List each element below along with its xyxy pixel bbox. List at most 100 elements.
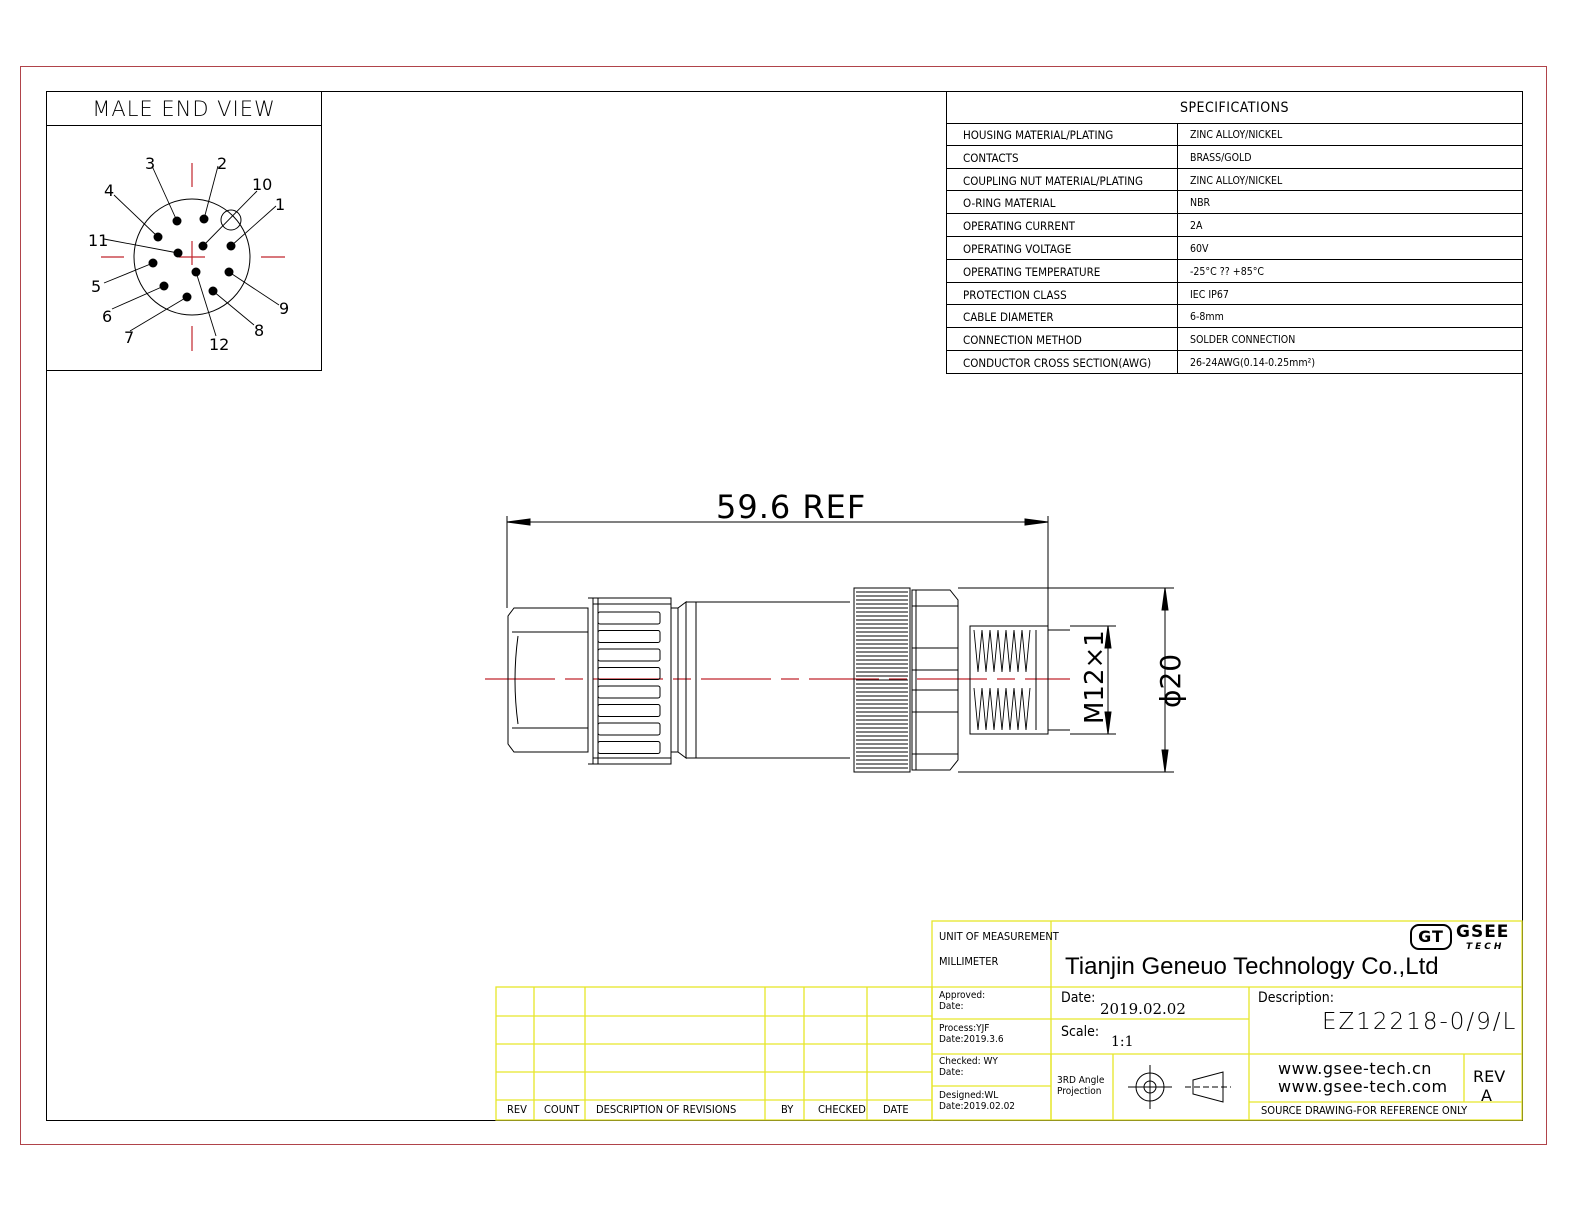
key-notch — [220, 209, 242, 231]
spec-column-divider — [1177, 305, 1178, 328]
rev-header-date: DATE — [883, 1103, 909, 1116]
thread-zigzag — [973, 629, 1031, 673]
gland-rib — [597, 630, 661, 643]
pin-label-9: 9 — [279, 299, 289, 318]
ribbed-gland — [588, 597, 672, 765]
spec-label: CONDUCTOR CROSS SECTION(AWG) — [963, 356, 1152, 370]
projection-symbol — [1128, 1065, 1231, 1109]
spec-column-divider — [1177, 351, 1178, 374]
spec-row: HOUSING MATERIAL/PLATING ZINC ALLOY/NICKE… — [947, 123, 1522, 146]
pin-label-10: 10 — [252, 175, 272, 194]
title-block-grid — [931, 920, 1523, 1121]
end-view-outline — [133, 198, 251, 316]
pin-labels: 1 2 3 4 5 6 7 8 9 10 11 12 — [88, 154, 289, 354]
rev-value: A — [1481, 1086, 1492, 1105]
spec-value: 6-8mm — [1190, 311, 1224, 324]
projection-line2: Projection — [1057, 1086, 1102, 1097]
coupling-nut — [911, 589, 959, 771]
body-transition — [671, 601, 850, 759]
pin-label-4: 4 — [104, 181, 114, 200]
male-end-view-title: MALE END VIEW — [92, 97, 276, 121]
spec-row: CABLE DIAMETER 6-8mm — [947, 305, 1522, 329]
spec-value: NBR — [1190, 197, 1211, 210]
spec-value: 2A — [1190, 220, 1203, 233]
source-note: SOURCE DRAWING-FOR REFERENCE ONLY — [1261, 1104, 1468, 1117]
diameter-dimension-text: ϕ20 — [1154, 654, 1187, 708]
revision-table — [495, 986, 933, 1121]
gland-rib — [597, 685, 661, 699]
spec-row: O-RING MATERIAL NBR — [947, 191, 1522, 215]
spec-column-divider — [1177, 123, 1178, 145]
spec-label: OPERATING CURRENT — [963, 219, 1075, 234]
spec-value: BRASS/GOLD — [1190, 151, 1252, 164]
gland-rib — [597, 611, 661, 625]
pin-label-5: 5 — [91, 277, 101, 296]
unit-label: UNIT OF MEASUREMENT — [939, 930, 1059, 943]
spec-label: CONNECTION METHOD — [963, 333, 1082, 348]
spec-value: -25°C ?? +85°C — [1190, 265, 1265, 278]
pin-label-12: 12 — [209, 335, 229, 354]
cable-nut — [507, 607, 589, 753]
rev-header-rev: REV — [507, 1103, 527, 1116]
gland-rib — [597, 704, 661, 717]
approved-date-label: Date: — [939, 1001, 964, 1012]
checked-date-label: Date: — [939, 1067, 964, 1078]
pin-label-7: 7 — [124, 328, 134, 347]
spec-label: O-RING MATERIAL — [963, 196, 1056, 211]
outer-frame — [20, 66, 1547, 1145]
gland-rib — [597, 722, 661, 736]
unit-value: MILLIMETER — [939, 955, 999, 968]
logo-text-tech: TECH — [1466, 942, 1505, 952]
spec-column-divider — [1177, 145, 1178, 168]
logo-text-gsee: GSEE — [1456, 922, 1510, 942]
spec-row: CONNECTION METHOD SOLDER CONNECTION — [947, 328, 1522, 351]
spec-column-divider — [1177, 259, 1178, 282]
website-com: www.gsee-tech.com — [1278, 1077, 1448, 1096]
rev-header-count: COUNT — [544, 1103, 580, 1116]
spec-column-divider — [1177, 214, 1178, 236]
specifications-table: SPECIFICATIONS HOUSING MATERIAL/PLATING Z… — [946, 91, 1523, 374]
spec-label: COUPLING NUT MATERIAL/PLATING — [963, 173, 1144, 188]
spec-column-divider — [1177, 237, 1178, 259]
thread-dimension — [1070, 625, 1116, 735]
designed-label: Designed:WL — [939, 1090, 999, 1101]
scale-label: Scale: — [1061, 1024, 1100, 1040]
male-end-view-title-box — [47, 92, 321, 126]
spec-column-divider — [1177, 328, 1178, 350]
projection-line1: 3RD Angle — [1057, 1075, 1105, 1086]
spec-label: HOUSING MATERIAL/PLATING — [963, 128, 1114, 142]
gland-rib — [597, 667, 661, 680]
spec-value: 60V — [1190, 243, 1209, 255]
spec-label: PROTECTION CLASS — [963, 287, 1067, 302]
company-logo: GT — [1410, 924, 1452, 950]
spec-header-row: SPECIFICATIONS — [947, 92, 1522, 124]
spec-label: CABLE DIAMETER — [963, 310, 1054, 325]
spec-column-divider — [1177, 168, 1178, 191]
logo-mark: GT — [1418, 927, 1444, 946]
scale-value: 1:1 — [1111, 1034, 1134, 1050]
spec-row: OPERATING CURRENT 2A — [947, 214, 1522, 237]
description-label: Description: — [1258, 990, 1334, 1006]
process-date: Date:2019.3.6 — [939, 1034, 1004, 1045]
spec-column-divider — [1177, 282, 1178, 305]
gland-rib — [597, 741, 661, 754]
spec-value: SOLDER CONNECTION — [1190, 334, 1296, 347]
length-dimension-text: 59.6 REF — [716, 488, 866, 526]
thread-zigzag — [973, 687, 1031, 731]
thread-end — [969, 625, 1070, 735]
spec-row: COUPLING NUT MATERIAL/PLATING ZINC ALLOY/… — [947, 168, 1522, 192]
spec-value: ZINC ALLOY/NICKEL — [1190, 129, 1283, 141]
pin-label-8: 8 — [254, 321, 264, 340]
diameter-dimension — [958, 587, 1174, 773]
end-view-centerlines — [101, 163, 285, 351]
pin-label-11: 11 — [88, 231, 108, 250]
date-label: Date: — [1061, 990, 1096, 1006]
pin-leaders — [103, 165, 280, 337]
gland-rib — [597, 648, 661, 662]
spec-value: ZINC ALLOY/NICKEL — [1190, 174, 1283, 187]
connector-side-view: 59.6 REF — [485, 488, 1187, 773]
spec-value: 26-24AWG(0.14-0.25mm²) — [1190, 357, 1316, 369]
